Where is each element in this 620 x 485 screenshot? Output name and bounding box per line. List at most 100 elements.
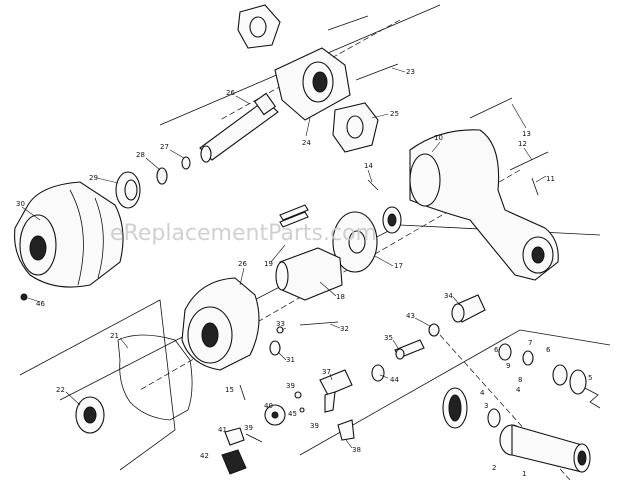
small-ring-part [156,167,168,185]
part-number-labels: 30 29 28 27 26 24 25 23 10 13 12 11 14 1… [16,68,592,478]
label-17: 17 [394,262,403,270]
label-32: 32 [340,325,349,333]
hammer-second-part [332,102,379,153]
key-part [531,177,539,196]
label-30: 30 [16,200,25,208]
label-29: 29 [89,174,98,182]
frame-line-lower [299,329,611,456]
label-35: 35 [384,334,393,342]
ring-part-31 [269,340,281,356]
label-18: 18 [336,293,345,301]
screw-part [509,151,549,171]
label-46: 46 [36,300,45,308]
label-5: 5 [588,374,592,382]
label-7: 7 [528,339,532,347]
ring-part-44 [371,364,385,382]
label-28: 28 [136,151,145,159]
hammer-block-part [237,4,281,49]
motor-housing-part [409,129,559,281]
label-6-a: 6 [494,346,499,354]
trigger-block-part [221,449,247,475]
label-34: 34 [444,292,453,300]
cylinder-part [181,277,260,371]
label-41: 41 [218,426,227,434]
front-bearing-part [75,396,105,434]
small-part-45 [299,407,305,413]
retainer-ring-part [115,171,141,209]
bushing-part [451,294,486,323]
label-43: 43 [406,312,415,320]
pin-part [299,321,339,326]
small-part-39 [294,391,302,399]
label-23: 23 [406,68,415,76]
label-22: 22 [56,386,65,394]
label-24: 24 [302,139,311,147]
label-45: 45 [288,410,297,418]
label-11: 11 [546,175,555,183]
long-screw-part [469,97,513,119]
label-21: 21 [110,332,119,340]
ring-part-9 [498,343,512,361]
label-39-b: 39 [310,422,319,430]
rotor-part [275,247,343,301]
spring-part [584,387,601,409]
label-4-b: 4 [516,386,521,394]
label-14: 14 [364,162,373,170]
small-screw-part [367,179,379,191]
ring-part-43 [428,323,440,337]
label-15: 15 [225,386,234,394]
hammer-pins-part [327,15,399,81]
ring-part-33 [276,326,284,334]
label-4-a: 4 [480,389,485,397]
hammer-cage-part [274,47,351,121]
ring-part-3 [487,408,501,428]
label-44: 44 [390,376,399,384]
label-10: 10 [434,134,443,142]
label-6-b: 6 [546,346,551,354]
regulator-part [552,364,587,395]
label-9: 9 [506,362,510,370]
reverse-valve-part [319,369,353,413]
label-42: 42 [200,452,209,460]
ring-part-7 [522,350,534,366]
label-39-c: 39 [244,424,253,432]
rear-end-plate-part [332,211,378,273]
label-39-a: 39 [286,382,295,390]
label-2: 2 [492,464,496,472]
throttle-cap-part [442,387,468,429]
label-3: 3 [484,402,488,410]
screw-part-15 [239,384,246,401]
label-31: 31 [286,356,295,364]
label-25: 25 [390,110,399,118]
washer-part [181,156,191,170]
watermark-text: eReplacementParts.com [110,221,377,246]
front-housing-part [14,181,124,288]
label-13: 13 [522,130,531,138]
rotor-blades-part [279,204,309,228]
gasket-part [117,334,193,421]
label-27-top: 27 [160,143,169,151]
label-1: 1 [522,470,526,478]
gear-part [264,404,286,426]
label-37: 37 [322,368,331,376]
valve-stem-part [394,339,425,360]
label-8: 8 [518,376,522,384]
label-26-mid: 26 [238,260,247,268]
fitting-part [337,419,355,441]
dot-part [20,293,28,301]
label-33: 33 [276,320,285,328]
label-40: 40 [264,402,273,410]
label-12: 12 [518,140,527,148]
inlet-body-part [499,424,591,473]
leader-lines [21,67,547,449]
label-26-top: 26 [226,89,235,97]
pin-part-39 [245,433,263,443]
anvil-shaft-part [199,92,279,163]
lever-part [224,427,245,446]
rear-bearing-part [382,206,402,234]
label-19: 19 [264,260,273,268]
frame-line-left [19,299,176,471]
label-38: 38 [352,446,361,454]
